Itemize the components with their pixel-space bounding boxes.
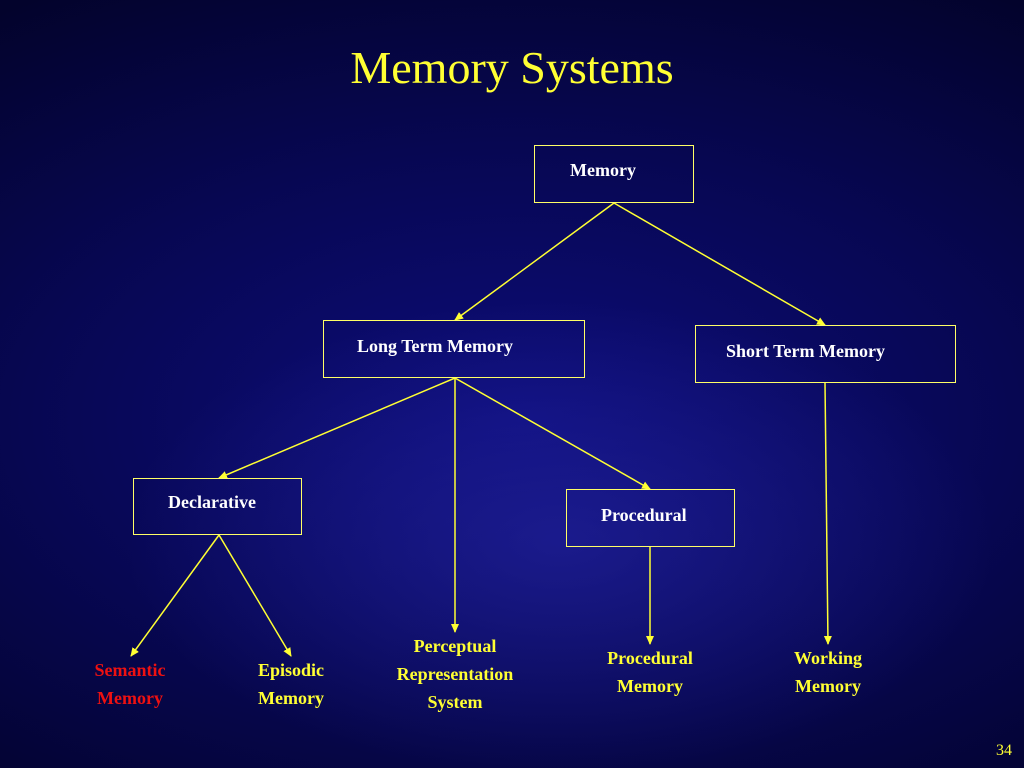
node-memory-label: Memory [570, 160, 636, 180]
node-procedural: Procedural [566, 489, 735, 547]
slide-title: Memory Systems [350, 42, 674, 93]
leaf-perceptual-representation-system: Perceptual Representation System [396, 636, 514, 712]
leaf-episodic-memory: Episodic Memory [257, 660, 325, 708]
node-long-term-memory: Long Term Memory [323, 320, 585, 378]
node-short-term-memory-label: Short Term Memory [726, 341, 885, 361]
leaf-working-memory: Working Memory [793, 648, 863, 696]
edge-declarative-semantic [130, 534, 220, 657]
edge-shortterm-working [823, 382, 832, 645]
node-short-term-memory: Short Term Memory [695, 325, 956, 383]
edge-memory-shortterm [613, 202, 826, 326]
node-memory: Memory [534, 145, 694, 203]
edge-memory-longterm [454, 202, 615, 321]
node-long-term-memory-label: Long Term Memory [357, 336, 513, 356]
node-procedural-label: Procedural [601, 505, 687, 525]
page-number: 34 [996, 742, 1012, 759]
leaf-procedural-memory: Procedural Memory [607, 648, 693, 696]
edge-longterm-procedural [454, 377, 651, 490]
node-declarative-label: Declarative [168, 492, 256, 512]
leaf-semantic-memory: Semantic Memory [94, 660, 166, 708]
edge-longterm-declarative [218, 377, 456, 479]
node-declarative: Declarative [133, 478, 302, 535]
edge-declarative-episodic [218, 534, 292, 657]
